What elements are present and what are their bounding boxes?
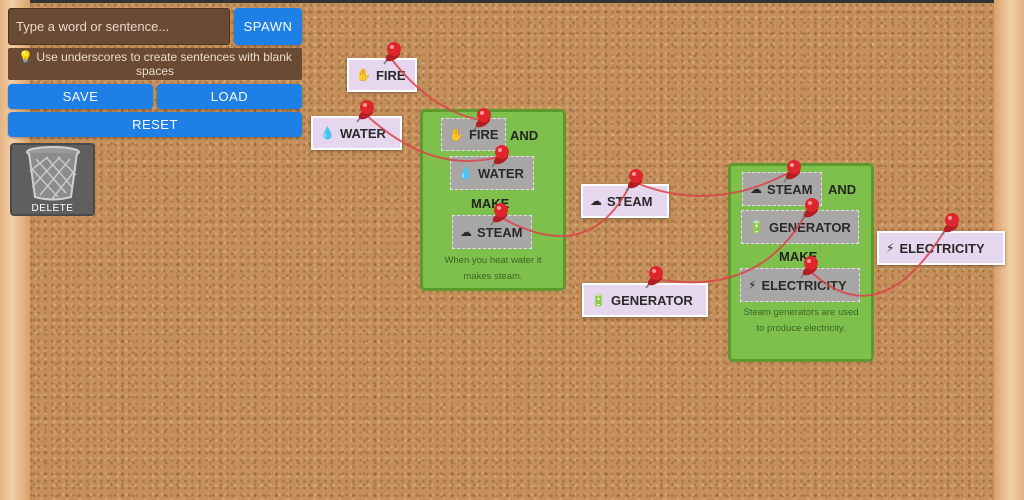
slot-label: ELECTRICITY — [761, 277, 847, 293]
recipe-slot-generator[interactable]: 🔋 GENERATOR — [741, 210, 859, 244]
recipe-slot-water[interactable]: 💧 WATER — [450, 156, 534, 190]
spawn-button[interactable]: SPAWN — [234, 8, 302, 45]
delete-trash-button[interactable]: DELETE — [10, 143, 95, 216]
card-label: ELECTRICITY — [899, 240, 985, 256]
recipe-description: Steam generators are used to produce ele… — [743, 307, 859, 334]
cloud-icon: ☁ — [460, 225, 472, 239]
reset-button[interactable]: RESET — [8, 112, 302, 137]
slot-label: STEAM — [477, 224, 523, 240]
recipe-word-and: AND — [828, 182, 857, 197]
board-frame-left — [0, 0, 30, 500]
recipe-slot-steam[interactable]: ☁ STEAM — [742, 172, 822, 206]
card-fire[interactable]: ✋ FIRE — [347, 58, 417, 92]
slot-label: GENERATOR — [768, 219, 851, 235]
card-label: STEAM — [607, 193, 653, 209]
water-drop-icon: 💧 — [458, 166, 473, 180]
top-border — [0, 0, 1024, 3]
lightning-icon: ⚡ — [748, 278, 757, 292]
recipe-slot-steam[interactable]: ☁ STEAM — [452, 215, 532, 249]
recipe-word-make: MAKE — [471, 196, 510, 211]
slot-label: FIRE — [468, 127, 499, 142]
hint-text: 💡 Use underscores to create sentences wi… — [8, 48, 302, 80]
card-steam[interactable]: ☁ STEAM — [581, 184, 669, 218]
card-label: WATER — [339, 125, 386, 141]
recipe-description: When you heat water it makes steam. — [444, 255, 542, 282]
recipe-word-make: MAKE — [779, 249, 818, 264]
card-label: GENERATOR — [610, 292, 693, 308]
cloud-icon: ☁ — [750, 182, 762, 196]
load-button[interactable]: LOAD — [157, 84, 302, 109]
save-button[interactable]: SAVE — [8, 84, 153, 109]
slot-label: STEAM — [767, 181, 813, 197]
cloud-icon: ☁ — [590, 194, 602, 208]
water-drop-icon: 💧 — [320, 126, 335, 140]
search-input[interactable] — [8, 8, 230, 45]
hand-icon: ✋ — [449, 127, 464, 142]
recipe-slot-fire[interactable]: ✋ FIRE — [441, 118, 506, 151]
slot-label: WATER — [477, 165, 524, 181]
card-water[interactable]: 💧 WATER — [311, 116, 402, 150]
hint-label: Use underscores to create sentences with… — [36, 50, 292, 78]
lightning-icon: ⚡ — [886, 241, 895, 255]
recipe-slot-electricity[interactable]: ⚡ ELECTRICITY — [740, 268, 860, 302]
lightbulb-icon: 💡 — [18, 50, 34, 64]
hand-icon: ✋ — [356, 68, 371, 82]
card-electricity[interactable]: ⚡ ELECTRICITY — [877, 231, 1005, 265]
battery-icon: 🔋 — [591, 293, 606, 307]
trash-can-icon — [25, 146, 80, 201]
card-label: FIRE — [375, 67, 406, 83]
recipe-word-and: AND — [510, 128, 539, 143]
card-generator[interactable]: 🔋 GENERATOR — [582, 283, 708, 317]
battery-icon: 🔋 — [749, 220, 764, 234]
delete-label: DELETE — [31, 203, 74, 214]
